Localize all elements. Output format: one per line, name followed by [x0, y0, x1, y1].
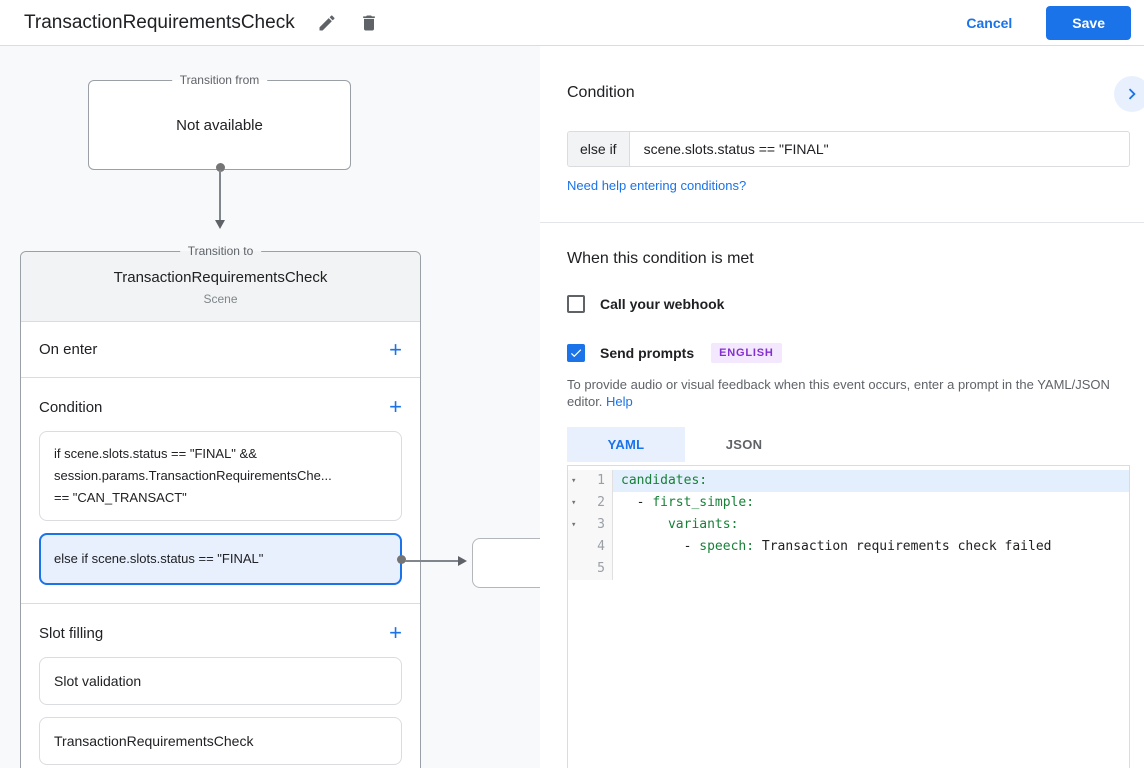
prompt-description: To provide audio or visual feedback when…: [567, 376, 1133, 410]
yaml-key: speech:: [699, 539, 755, 554]
fold-arrow-icon[interactable]: ▾: [571, 476, 577, 486]
edit-scene-button[interactable]: [313, 9, 341, 37]
condition-1-line-1: if scene.slots.status == "FINAL" &&: [54, 446, 257, 461]
editor-gutter: ▾ 2: [568, 492, 613, 514]
when-condition-met-title: When this condition is met: [567, 250, 754, 267]
yaml-code-editor[interactable]: ▾ 1 candidates: ▾ 2 - first_simple: ▾ 3 …: [567, 465, 1130, 768]
editor-line-3: ▾ 3 variants:: [568, 514, 1129, 536]
yaml-key: variants:: [667, 517, 739, 532]
fold-arrow-icon[interactable]: ▾: [571, 520, 577, 530]
transition-from-box: Transition from Not available: [88, 73, 351, 170]
editor-gutter: 4: [568, 536, 613, 558]
editor-gutter: 5: [568, 558, 613, 580]
top-bar: TransactionRequirementsCheck Cancel Save: [0, 0, 1144, 46]
panel-title: Condition: [567, 84, 635, 101]
tab-yaml[interactable]: YAML: [567, 427, 685, 462]
delete-scene-button[interactable]: [355, 9, 383, 37]
condition-input[interactable]: [629, 132, 1129, 166]
add-on-enter-button[interactable]: +: [389, 336, 402, 362]
call-webhook-label: Call your webhook: [600, 296, 725, 312]
scene-type-label: Scene: [203, 292, 238, 306]
condition-help-link[interactable]: Need help entering conditions?: [567, 178, 747, 193]
slot-item-validation[interactable]: Slot validation: [39, 657, 402, 705]
scene-card: Transition to TransactionRequirementsChe…: [20, 244, 421, 768]
scene-card-header[interactable]: TransactionRequirementsCheck Scene: [21, 252, 420, 322]
slot-filling-section: Slot filling + Slot validation Transacti…: [21, 604, 420, 768]
send-prompts-label: Send prompts: [600, 345, 695, 361]
save-button[interactable]: Save: [1046, 5, 1131, 40]
connector-dot: [216, 163, 225, 172]
checkmark-icon: [570, 349, 582, 358]
transition-from-value: Not available: [176, 116, 263, 134]
slot-filling-label: Slot filling: [39, 624, 104, 642]
condition-section: Condition + if scene.slots.status == "FI…: [21, 378, 420, 604]
editor-code-line[interactable]: variants:: [613, 514, 1129, 536]
send-prompts-checkbox[interactable]: [567, 344, 585, 362]
condition-1-line-2: session.params.TransactionRequirementsCh…: [54, 468, 332, 483]
yaml-indent: -: [621, 495, 653, 510]
editor-code-line[interactable]: - speech: Transaction requirements check…: [613, 536, 1129, 558]
slot-item-transaction-check[interactable]: TransactionRequirementsCheck: [39, 717, 402, 765]
line-number: 1: [597, 473, 605, 488]
yaml-indent: -: [621, 539, 700, 554]
divider: [540, 222, 1144, 223]
condition-2-text: else if scene.slots.status == "FINAL": [54, 551, 264, 566]
condition-section-label: Condition: [39, 398, 103, 416]
condition-input-group: else if: [567, 131, 1130, 167]
tab-json[interactable]: JSON: [685, 427, 803, 462]
prompt-description-text: To provide audio or visual feedback when…: [567, 377, 1110, 409]
flow-canvas: Transition from Not available Transition…: [0, 46, 604, 768]
yaml-value: Transaction requirements check failed: [754, 539, 1052, 554]
collapse-panel-button[interactable]: [1114, 76, 1144, 112]
editor-code-line[interactable]: - first_simple:: [613, 492, 1129, 514]
line-number: 2: [597, 495, 605, 510]
editor-line-1: ▾ 1 candidates:: [568, 466, 1129, 492]
help-link[interactable]: Help: [606, 394, 633, 409]
on-enter-label: On enter: [39, 341, 98, 358]
connector-line: [219, 170, 221, 220]
arrow-down-icon: [215, 220, 225, 229]
editor-line-5: 5: [568, 558, 1129, 580]
arrow-right-icon: [458, 556, 467, 566]
editor-line-4: 4 - speech: Transaction requirements che…: [568, 536, 1129, 558]
editor-code-line[interactable]: [613, 558, 1129, 580]
line-number: 4: [597, 539, 605, 554]
call-webhook-row: Call your webhook: [567, 295, 724, 313]
editor-code-line[interactable]: candidates:: [613, 470, 1129, 492]
line-number: 5: [597, 561, 605, 576]
yaml-key: candidates:: [621, 473, 708, 488]
add-slot-button[interactable]: +: [389, 620, 402, 645]
trash-icon: [362, 15, 375, 30]
language-badge: ENGLISH: [711, 343, 782, 363]
editor-gutter: ▾ 1: [568, 470, 613, 492]
scene-name: TransactionRequirementsCheck: [113, 269, 328, 286]
yaml-indent: [621, 517, 668, 532]
transition-to-legend: Transition to: [179, 244, 262, 258]
condition-item-2-selected[interactable]: else if scene.slots.status == "FINAL": [39, 533, 406, 585]
editor-gutter: ▾ 3: [568, 514, 613, 536]
transition-from-legend: Transition from: [171, 73, 268, 87]
cancel-button[interactable]: Cancel: [966, 14, 1013, 31]
add-condition-button[interactable]: +: [389, 394, 402, 419]
condition-1-line-3: == "CAN_TRANSACT": [54, 490, 187, 505]
condition-prefix-label: else if: [568, 132, 630, 166]
call-webhook-checkbox[interactable]: [567, 295, 585, 313]
transition-connector-line: [405, 560, 458, 562]
editor-line-2: ▾ 2 - first_simple:: [568, 492, 1129, 514]
fold-arrow-icon[interactable]: ▾: [571, 498, 577, 508]
yaml-key: first_simple:: [652, 495, 755, 510]
chevron-right-icon: [1128, 88, 1136, 100]
condition-item-1[interactable]: if scene.slots.status == "FINAL" && sess…: [39, 431, 402, 521]
line-number: 3: [597, 517, 605, 532]
condition-connector-dot: [397, 555, 406, 564]
pencil-icon: [319, 14, 335, 30]
condition-detail-panel: Condition else if Need help entering con…: [540, 46, 1144, 768]
on-enter-section[interactable]: On enter +: [21, 322, 420, 378]
send-prompts-row: Send prompts ENGLISH: [567, 343, 782, 363]
page-title: TransactionRequirementsCheck: [24, 11, 295, 33]
editor-format-tabs: YAML JSON: [567, 427, 803, 462]
